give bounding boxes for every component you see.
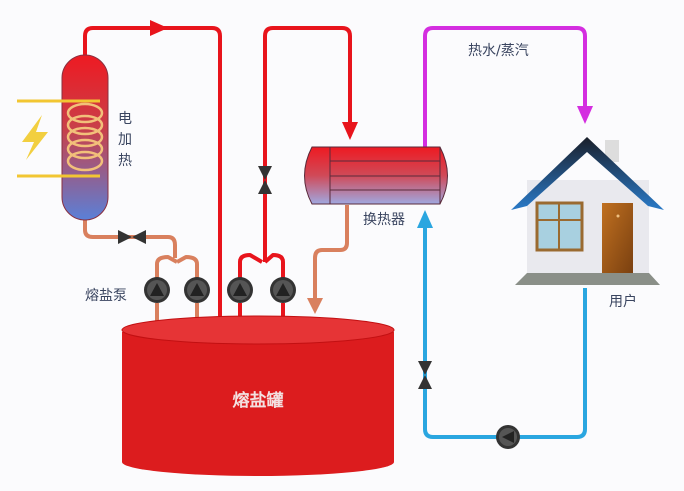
valve-icon[interactable] [258, 166, 272, 194]
flow-arrow [342, 122, 358, 140]
flow-arrow [150, 20, 168, 36]
heat-exchanger [304, 146, 448, 205]
molten-salt-tank [121, 315, 395, 476]
cool-salt-pipes [83, 205, 349, 322]
pump-label: 熔盐泵 [85, 288, 127, 304]
heater-coil [66, 102, 104, 172]
heater-label-1: 电 [118, 111, 132, 127]
steam-pipe [423, 26, 587, 147]
pump-icon[interactable] [144, 277, 170, 303]
pump-icon[interactable] [270, 277, 296, 303]
pump-icon[interactable] [184, 277, 210, 303]
pump-icon[interactable] [227, 277, 253, 303]
house-icon [511, 137, 664, 285]
steam-label: 热水/蒸汽 [468, 43, 529, 59]
heater-label-3: 热 [118, 153, 132, 169]
pumps [144, 277, 520, 449]
heater-label-2: 加 [118, 132, 132, 148]
exchanger-tubes [329, 147, 441, 204]
tank-label: 熔盐罐 [233, 390, 284, 411]
lightning-icon [22, 115, 48, 160]
valve-icon[interactable] [418, 361, 432, 389]
pump-icon[interactable] [496, 425, 520, 449]
user-label: 用户 [609, 293, 637, 310]
flow-arrow [417, 210, 433, 228]
flow-arrow [307, 298, 323, 314]
flow-arrow [577, 106, 593, 124]
valve-icon[interactable] [118, 230, 146, 244]
electric-heater [17, 54, 109, 221]
exchanger-label: 换热器 [363, 211, 405, 228]
